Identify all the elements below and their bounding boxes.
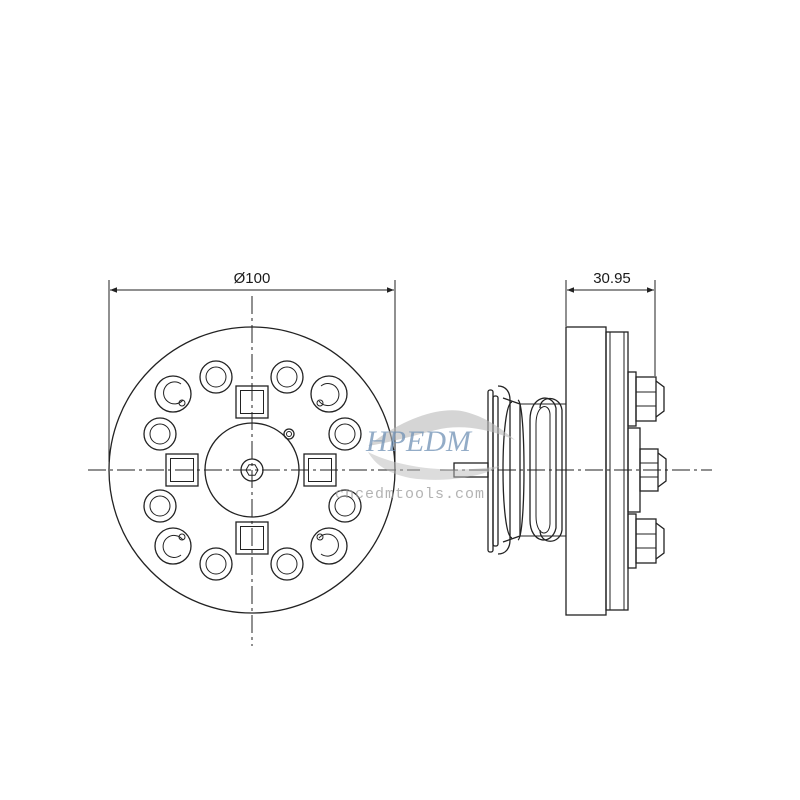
watermark-swoosh-bottom [368, 452, 500, 480]
bolt-head-top [627, 371, 665, 427]
flange-body [565, 326, 607, 616]
bolt-hole [328, 417, 362, 451]
bolt-hole [143, 489, 177, 523]
clip-ring [154, 375, 192, 413]
bolt-hole [199, 547, 233, 581]
flange-ring [605, 331, 629, 611]
bolt-hole [270, 360, 304, 394]
bolt-hole [328, 489, 362, 523]
clip-ring [310, 375, 348, 413]
clip-ring [154, 527, 192, 565]
bolt-head-bottom [627, 513, 665, 569]
watermark-swoosh-top [368, 410, 515, 446]
watermark: HPEDM cncedmtools.com [335, 410, 515, 503]
bolt-hole [199, 360, 233, 394]
hex-socket [240, 458, 264, 482]
front-view: Ø100 [88, 270, 420, 646]
width-label: 30.95 [593, 270, 631, 287]
clip-ring [310, 527, 348, 565]
side-view: 30.95 [440, 270, 712, 616]
square-pocket-bottom [235, 521, 269, 555]
square-pocket-top [235, 385, 269, 419]
pin-hole-inner [286, 431, 292, 437]
bolt-hole [143, 417, 177, 451]
bolt-hole [270, 547, 304, 581]
hex-socket-inner [245, 464, 259, 476]
watermark-logo: HPEDM [365, 425, 473, 458]
diameter-label: Ø100 [234, 270, 271, 287]
pin-hole [283, 428, 295, 440]
width-dimension: 30.95 [565, 270, 656, 376]
square-pocket-right [303, 453, 337, 487]
square-pocket-left [165, 453, 199, 487]
watermark-url: cncedmtools.com [335, 486, 485, 503]
bolt-head-middle [627, 427, 667, 513]
central-hub [204, 422, 300, 518]
diameter-dimension: Ø100 [108, 270, 396, 462]
